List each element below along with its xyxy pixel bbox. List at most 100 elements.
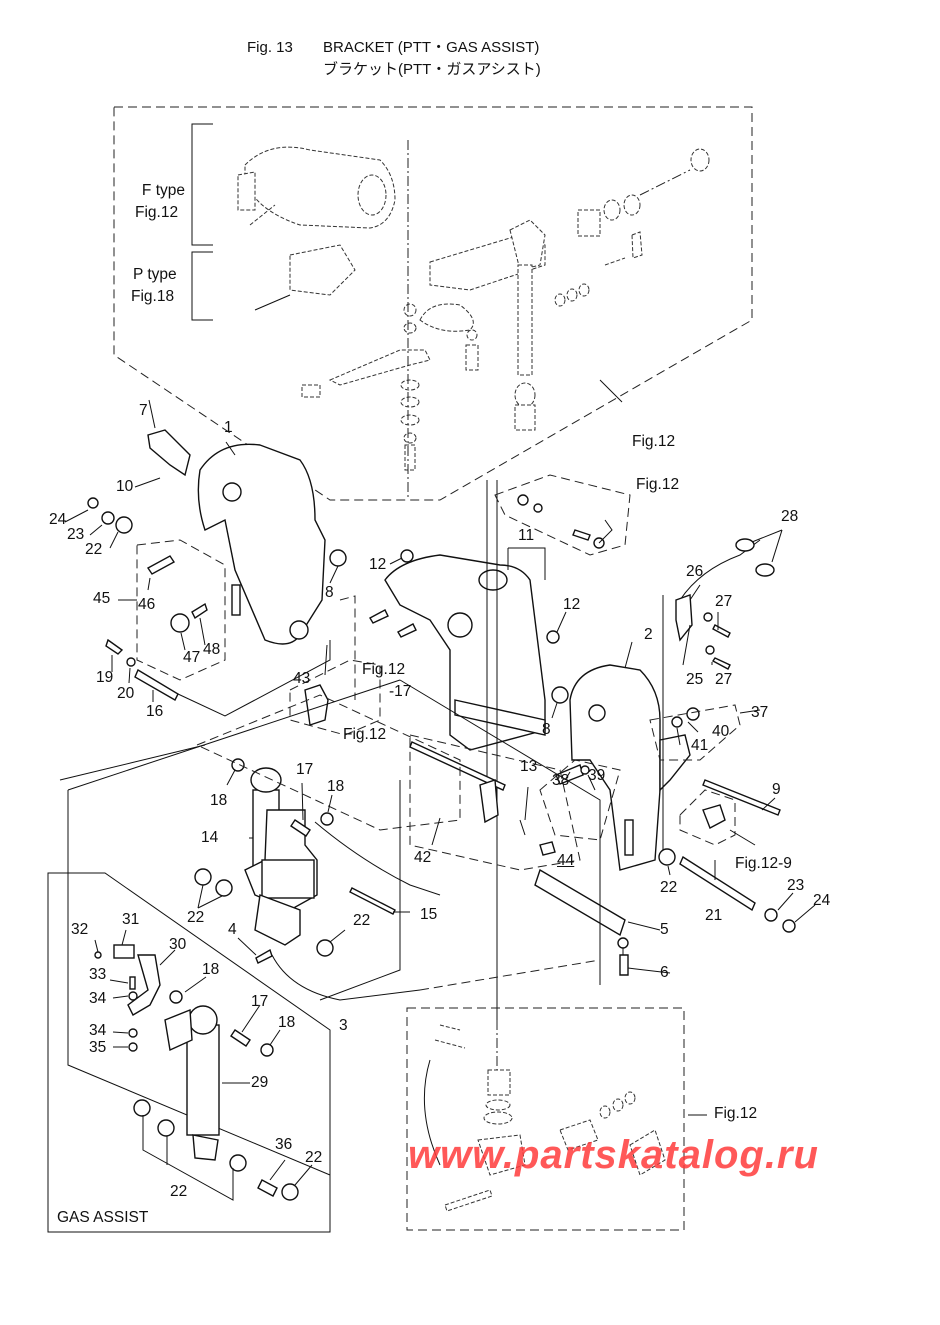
callout-17-ptt[interactable]: 17	[296, 761, 314, 778]
part-18-c	[169, 990, 183, 1004]
callout-22-ptt-left[interactable]: 22	[187, 909, 205, 926]
callout-24-upper[interactable]: 24	[49, 511, 67, 528]
part-16	[134, 668, 179, 701]
steering-link-parts	[301, 303, 479, 471]
fig12-9-nut	[702, 804, 726, 829]
fig-ref-cable-upper[interactable]: Fig.12	[636, 476, 680, 493]
callout-12-left[interactable]: 12	[369, 556, 387, 573]
callout-18-ptt-b[interactable]: 18	[327, 778, 345, 795]
part-46	[146, 555, 176, 575]
fig-ref-steering-upper[interactable]: Fig.12	[632, 433, 676, 450]
callout-2[interactable]: 2	[644, 626, 653, 643]
part-22-ptt-b	[215, 879, 233, 897]
fig-ref-nut-9[interactable]: Fig.12-9	[735, 855, 792, 872]
callout-22-ptt-right[interactable]: 22	[353, 912, 371, 929]
callout-13[interactable]: 13	[520, 758, 538, 775]
callout-9[interactable]: 9	[772, 781, 781, 798]
callout-39[interactable]: 39	[588, 767, 606, 784]
callout-38[interactable]: 38	[552, 772, 570, 789]
callout-12-right[interactable]: 12	[563, 596, 581, 613]
callout-6[interactable]: 6	[660, 964, 669, 981]
callout-19[interactable]: 19	[96, 669, 114, 686]
fig-ref-wire-17[interactable]: -17	[389, 683, 412, 700]
fig-ref-center[interactable]: Fig.12	[343, 726, 387, 743]
gas-assist-cylinder	[164, 1005, 220, 1161]
callout-24-right[interactable]: 24	[813, 892, 831, 909]
part-19	[105, 638, 124, 655]
part-7	[147, 429, 191, 477]
callout-10[interactable]: 10	[116, 478, 134, 495]
p-type-fig-ref[interactable]: Fig.18	[131, 288, 175, 305]
part-33	[129, 976, 136, 990]
part-31	[113, 944, 135, 959]
callout-5[interactable]: 5	[660, 921, 669, 938]
callout-47[interactable]: 47	[183, 649, 201, 666]
callout-29[interactable]: 29	[251, 1074, 269, 1091]
fig12-9-box	[679, 789, 736, 846]
callout-22-gas-bottom[interactable]: 22	[170, 1183, 188, 1200]
part-41	[671, 716, 683, 728]
callout-37[interactable]: 37	[751, 704, 769, 721]
callout-8-left[interactable]: 8	[325, 584, 334, 601]
callout-16[interactable]: 16	[146, 703, 164, 720]
callout-27-lower[interactable]: 27	[715, 671, 733, 688]
part-23-upper	[101, 511, 115, 525]
part-6	[619, 954, 629, 976]
callout-46[interactable]: 46	[138, 596, 156, 613]
callout-27-upper[interactable]: 27	[715, 593, 733, 610]
part-18-a	[231, 758, 245, 772]
callout-18-ptt-a[interactable]: 18	[210, 792, 228, 809]
group-45-box	[136, 539, 226, 681]
callout-43[interactable]: 43	[293, 670, 311, 687]
part-30	[127, 954, 161, 1016]
f-type-fig-ref[interactable]: Fig.12	[135, 204, 179, 221]
callout-3[interactable]: 3	[339, 1017, 348, 1034]
callout-33[interactable]: 33	[89, 966, 107, 983]
callout-18-gas-b[interactable]: 18	[278, 1014, 296, 1031]
callout-26[interactable]: 26	[686, 563, 704, 580]
callout-17-gas[interactable]: 17	[251, 993, 269, 1010]
callout-36[interactable]: 36	[275, 1136, 293, 1153]
part-36	[257, 1179, 278, 1197]
callout-32[interactable]: 32	[71, 921, 89, 938]
fig-ref-lower-steering[interactable]: Fig.12	[714, 1105, 758, 1122]
callout-40[interactable]: 40	[712, 723, 730, 740]
part-42	[409, 741, 506, 791]
callout-41[interactable]: 41	[691, 737, 709, 754]
callout-4[interactable]: 4	[228, 921, 237, 938]
callout-20[interactable]: 20	[117, 685, 135, 702]
callout-14[interactable]: 14	[201, 829, 219, 846]
part-11-bracket	[508, 547, 546, 580]
callout-1[interactable]: 1	[224, 419, 233, 436]
callout-34-a[interactable]: 34	[89, 990, 107, 1007]
callout-35[interactable]: 35	[89, 1039, 107, 1056]
callout-7[interactable]: 7	[139, 402, 148, 419]
fig-ref-wire[interactable]: Fig.12	[362, 661, 406, 678]
steering-bracket-part	[429, 219, 546, 431]
callout-34-b[interactable]: 34	[89, 1022, 107, 1039]
callout-22-gas-right[interactable]: 22	[305, 1149, 323, 1166]
p-type-bracket	[191, 251, 213, 321]
part-47	[170, 613, 190, 633]
callout-21[interactable]: 21	[705, 907, 723, 924]
callout-23-upper[interactable]: 23	[67, 526, 85, 543]
callout-18-gas-a[interactable]: 18	[202, 961, 220, 978]
callout-42[interactable]: 42	[414, 849, 432, 866]
callout-22-upper[interactable]: 22	[85, 541, 103, 558]
callout-23-right[interactable]: 23	[787, 877, 805, 894]
watermark: www.partskatalog.ru	[408, 1133, 819, 1177]
callout-8-right[interactable]: 8	[542, 721, 551, 738]
callout-31[interactable]: 31	[122, 911, 140, 928]
callout-44[interactable]: 44	[557, 852, 575, 869]
callout-48[interactable]: 48	[203, 641, 221, 658]
callout-25[interactable]: 25	[686, 671, 704, 688]
callout-15[interactable]: 15	[420, 906, 438, 923]
callout-30[interactable]: 30	[169, 936, 187, 953]
callout-28[interactable]: 28	[781, 508, 799, 525]
callout-22-right[interactable]: 22	[660, 879, 678, 896]
part-35	[128, 1042, 138, 1052]
part-18-b	[320, 812, 334, 826]
callout-45[interactable]: 45	[93, 590, 111, 607]
callout-11[interactable]: 11	[518, 527, 535, 544]
